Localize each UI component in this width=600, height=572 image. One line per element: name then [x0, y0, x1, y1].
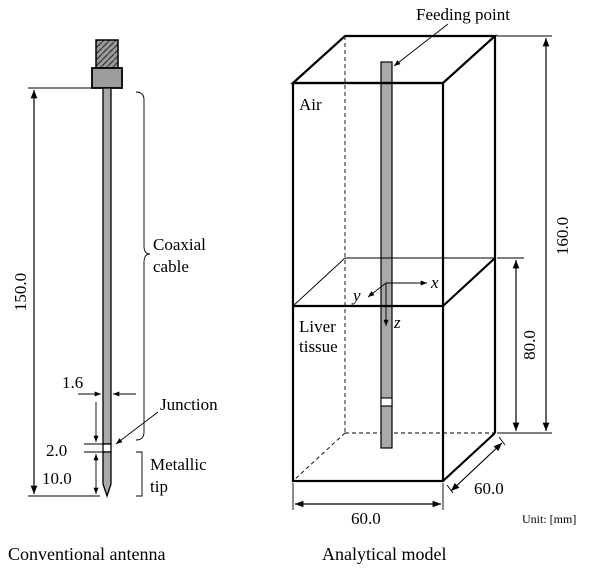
dim-label-2-0: 2.0	[46, 441, 67, 460]
antenna-shaft	[102, 87, 112, 445]
label-coaxial-1: Coaxial	[153, 235, 206, 254]
label-air: Air	[299, 95, 322, 114]
dim-label-80: 80.0	[520, 330, 539, 360]
label-feeding-point: Feeding point	[416, 5, 510, 24]
antenna-thread	[95, 39, 119, 69]
unit-label: Unit: [mm]	[522, 512, 576, 526]
dim-label-160: 160.0	[553, 217, 572, 255]
dim-label-depth: 60.0	[474, 479, 504, 498]
axis-z-label: z	[393, 313, 401, 332]
bracket-metallic	[136, 451, 143, 497]
dim-label-10-0: 10.0	[42, 469, 72, 488]
caption-conventional: Conventional antenna	[8, 544, 165, 564]
antenna-hub	[91, 67, 123, 89]
dim-label-1-6: 1.6	[62, 373, 83, 392]
model-antenna-gap	[380, 397, 393, 407]
axis-y-label: y	[351, 286, 361, 305]
label-coaxial-2: cable	[153, 257, 189, 276]
dim-label-150: 150.0	[11, 273, 30, 311]
axis-y-arrow	[367, 282, 387, 298]
box-top-face	[290, 34, 498, 85]
model-antenna	[380, 61, 393, 449]
label-metallic-2: tip	[150, 477, 168, 496]
caption-analytical: Analytical model	[322, 544, 446, 564]
dim-line-depth	[450, 442, 503, 492]
analytical-model-diagram: Feeding point Air Liver tissue x y z 160…	[290, 5, 576, 564]
dim-label-width: 60.0	[351, 509, 381, 528]
antenna-metallic-tip	[102, 451, 112, 499]
antenna-junction-gap	[102, 443, 112, 453]
box-front-face	[291, 81, 445, 483]
brace-coaxial	[135, 91, 151, 441]
label-liver-2: tissue	[299, 337, 338, 356]
axis-x-label: x	[430, 273, 439, 292]
label-liver-1: Liver	[299, 317, 336, 336]
label-junction: Junction	[160, 395, 218, 414]
conventional-antenna-diagram: 150.0 Coaxial cable 1.6 Junction 2.0 10.…	[8, 39, 218, 564]
label-metallic-1: Metallic	[150, 455, 207, 474]
